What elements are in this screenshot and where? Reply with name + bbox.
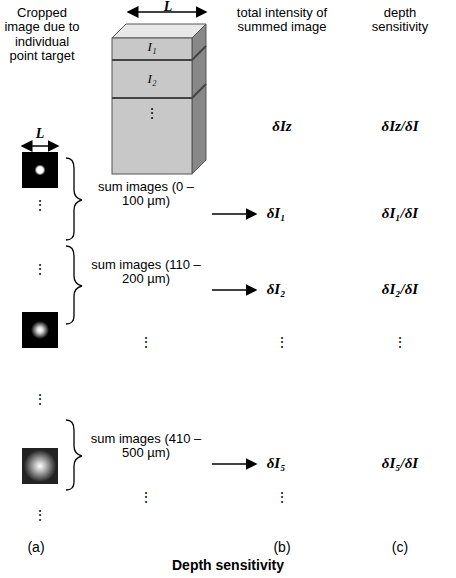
label: ⋮ — [275, 335, 289, 350]
label: ⋮ — [275, 490, 289, 505]
label: (c) — [392, 540, 408, 555]
label: δI₂/δI — [382, 281, 418, 298]
label: Cropped image due to individual point ta… — [2, 6, 82, 63]
label: δI₁ — [267, 205, 286, 222]
label: depth sensitivity — [355, 6, 445, 35]
label: sum images (410 – 500 µm) — [86, 432, 206, 461]
label: ⋮ — [145, 106, 159, 121]
label: (a) — [27, 540, 44, 555]
label: ⋮ — [33, 508, 47, 523]
label: δI₅ — [267, 455, 286, 472]
label: δI₁/δI — [382, 205, 418, 222]
label: I₁ — [148, 40, 157, 54]
label: ⋮ — [139, 335, 153, 350]
label: sum images (110 – 200 µm) — [86, 258, 206, 287]
label: (b) — [273, 540, 290, 555]
label: ⋮ — [393, 335, 407, 350]
label: δIz — [272, 118, 291, 135]
label: L — [164, 0, 173, 14]
label: ⋮ — [139, 490, 153, 505]
label: δI₅/δI — [382, 455, 418, 472]
label: ⋮ — [33, 262, 47, 277]
label: sum images (0 – 100 µm) — [86, 180, 206, 209]
label: L — [36, 126, 45, 141]
label: ⋮ — [33, 198, 47, 213]
caption: Depth sensitivity — [172, 558, 284, 573]
label: I₂ — [148, 72, 157, 86]
label: δIz/δI — [381, 118, 418, 135]
label: δI₂ — [267, 281, 286, 298]
label: ⋮ — [33, 392, 47, 407]
label: total intensity of summed image — [235, 6, 330, 35]
